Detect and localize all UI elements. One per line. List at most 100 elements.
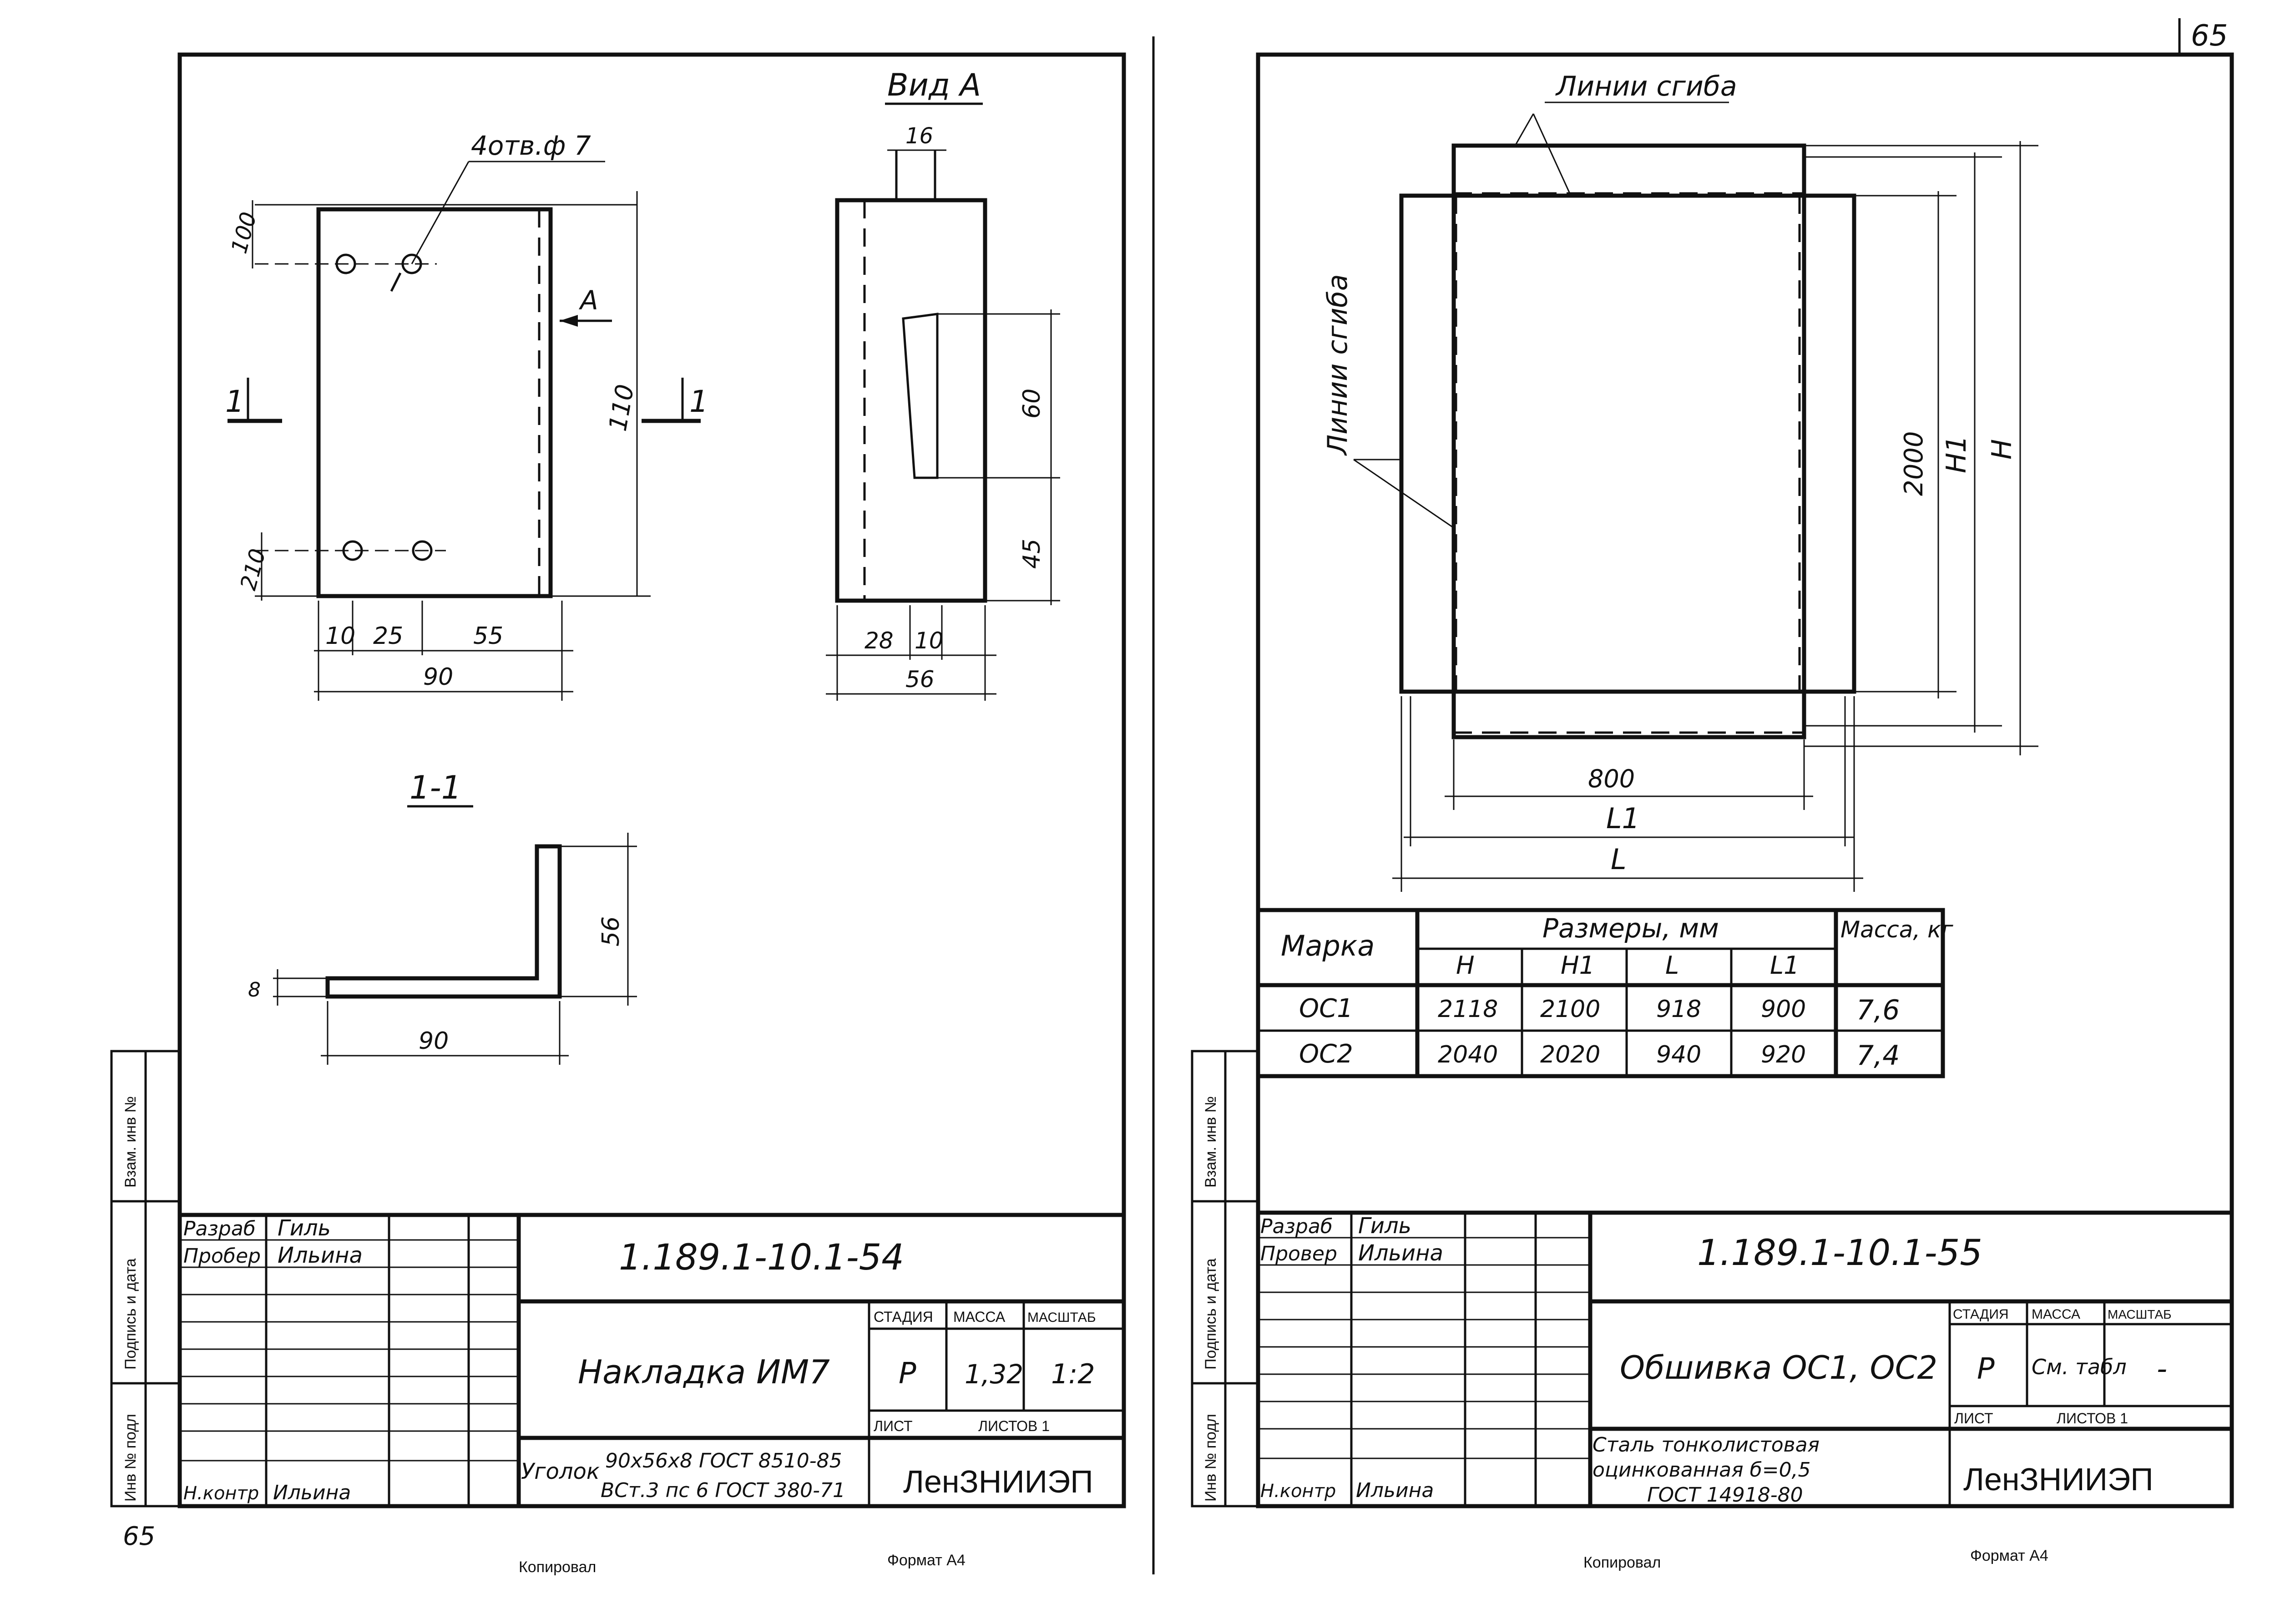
table-row-1-mark: ОС1 bbox=[1299, 994, 1353, 1023]
dim-H: H bbox=[1986, 439, 2018, 460]
dim-10: 10 bbox=[325, 622, 355, 650]
dim-800: 800 bbox=[1588, 764, 1635, 793]
left-title-block: 1.189.1-10.1-54 Разраб Гиль Пробер Ильин… bbox=[177, 1213, 1126, 1508]
hole-4 bbox=[412, 540, 433, 561]
dim-25: 25 bbox=[373, 622, 403, 650]
right-material-3: ГОСТ 14918-80 bbox=[1647, 1483, 1803, 1507]
right-scale: - bbox=[2157, 1352, 2167, 1386]
left-footer-format: Формат А4 bbox=[887, 1552, 966, 1569]
dim-110: 110 bbox=[603, 382, 640, 433]
sec-dim-8: 8 bbox=[248, 978, 261, 1002]
left-material-1: Уголок bbox=[521, 1459, 600, 1484]
right-checked-name: Ильина bbox=[1358, 1240, 1443, 1266]
right-norm-label: Н.контр bbox=[1260, 1481, 1336, 1502]
dim-56: 56 bbox=[905, 666, 935, 693]
left-developed-label: Разраб bbox=[183, 1217, 256, 1240]
section-1-1: 1-1 8 56 90 bbox=[248, 769, 637, 1065]
section-mark-left: 1 bbox=[225, 384, 244, 419]
left-material-2: 90х56х8 ГОСТ 8510-85 bbox=[605, 1449, 842, 1472]
left-side-label-3: Инв № подл bbox=[122, 1414, 139, 1502]
left-stage: Р bbox=[899, 1357, 916, 1391]
right-developed-name: Гиль bbox=[1358, 1213, 1411, 1239]
right-footer-format: Формат А4 bbox=[1970, 1547, 2048, 1564]
plate-front-view: 100 210 110 4отв.ф 7 A 1 1 bbox=[225, 130, 708, 701]
section-title: 1-1 bbox=[410, 769, 461, 806]
left-sheets-label: ЛИСТОВ 1 bbox=[978, 1418, 1050, 1434]
dim-2000: 2000 bbox=[1899, 431, 1929, 496]
sizes-table: Марка Размеры, мм Масса, кг H H1 L L1 ОС… bbox=[1256, 908, 1953, 1078]
left-material-3: ВСт.3 пс 6 ГОСТ 380-71 bbox=[601, 1479, 845, 1502]
right-developed-label: Разраб bbox=[1260, 1215, 1333, 1238]
table-header-mass: Масса, кг bbox=[1840, 916, 1953, 943]
right-item-name: Обшивка ОС1, ОС2 bbox=[1620, 1349, 1937, 1386]
table-row-1-H1: 2100 bbox=[1540, 996, 1600, 1023]
left-org: ЛенЗНИИЭП bbox=[903, 1464, 1093, 1499]
sec-dim-90: 90 bbox=[419, 1027, 449, 1055]
table-row-2-L: 940 bbox=[1656, 1041, 1701, 1068]
right-org: ЛенЗНИИЭП bbox=[1963, 1462, 2154, 1497]
dim-210: 210 bbox=[235, 546, 271, 593]
right-stage-label: СТАДИЯ bbox=[1953, 1307, 2009, 1322]
right-mass-label: МАССА bbox=[2032, 1307, 2080, 1322]
table-row-2-H: 2040 bbox=[1438, 1041, 1498, 1068]
dim-L1: L1 bbox=[1606, 802, 1640, 835]
right-sheet-label: ЛИСТ bbox=[1954, 1410, 1993, 1427]
sec-dim-56: 56 bbox=[597, 916, 625, 946]
dim-45: 45 bbox=[1018, 539, 1046, 569]
left-sheet: Взам. инв № Подпись и дата Инв № подл 10… bbox=[110, 52, 1126, 1576]
table-sub-L1: L1 bbox=[1770, 951, 1799, 980]
table-row-2-H1: 2020 bbox=[1540, 1041, 1600, 1068]
view-a: Вид А 16 60 45 28 10 56 bbox=[826, 67, 1060, 701]
dim-60: 60 bbox=[1018, 389, 1046, 419]
right-scale-label: МАСШТАБ bbox=[2108, 1307, 2172, 1321]
left-item-name: Накладка ИМ7 bbox=[578, 1353, 830, 1391]
right-side-label-3: Инв № подл bbox=[1202, 1414, 1219, 1502]
right-frame bbox=[1256, 52, 2234, 1508]
dim-H1: H1 bbox=[1941, 435, 1972, 473]
table-row-2-mass: 7,4 bbox=[1856, 1040, 1900, 1072]
left-developed-name: Гиль bbox=[278, 1215, 331, 1241]
table-sub-L: L bbox=[1665, 951, 1679, 980]
left-sheet-label: ЛИСТ bbox=[874, 1418, 913, 1434]
cladding-view: Линии сгиба Линии сгиба 2000 H1 H 800 bbox=[1322, 71, 2038, 892]
dim-90: 90 bbox=[423, 663, 453, 691]
right-material-2: оцинкованная б=0,5 bbox=[1592, 1458, 1811, 1482]
left-checked-name: Ильина bbox=[278, 1243, 363, 1268]
view-a-label: Вид А bbox=[887, 67, 981, 103]
left-side-stamp: Взам. инв № Подпись и дата Инв № подл bbox=[110, 1050, 181, 1508]
right-page-number: 65 bbox=[2191, 19, 2228, 53]
left-norm-name: Ильина bbox=[273, 1481, 351, 1504]
left-checked-label: Пробер bbox=[183, 1245, 261, 1268]
right-side-label-2: Подпись и дата bbox=[1202, 1258, 1219, 1370]
right-doc-code: 1.189.1-10.1-55 bbox=[1697, 1233, 1982, 1274]
table-header-sizes: Размеры, мм bbox=[1542, 913, 1719, 944]
table-row-1-L: 918 bbox=[1656, 996, 1701, 1023]
right-side-stamp: Взам. инв № Подпись и дата Инв № подл bbox=[1191, 1050, 1259, 1508]
left-frame bbox=[177, 52, 1126, 1508]
left-doc-code: 1.189.1-10.1-54 bbox=[619, 1237, 904, 1278]
section-mark-right: 1 bbox=[689, 384, 708, 419]
left-mass-label: МАССА bbox=[953, 1309, 1006, 1325]
right-sheets-label: ЛИСТОВ 1 bbox=[2057, 1410, 2128, 1427]
table-sub-H: H bbox=[1456, 951, 1475, 980]
right-stage: Р bbox=[1977, 1352, 1995, 1386]
dim-16: 16 bbox=[905, 123, 933, 149]
right-title-block: 1.189.1-10.1-55 Разраб Гиль Провер Ильин… bbox=[1256, 1210, 2234, 1508]
table-header-mark: Марка bbox=[1281, 929, 1375, 962]
left-stage-label: СТАДИЯ bbox=[874, 1309, 933, 1325]
dim-28: 28 bbox=[864, 627, 894, 654]
table-row-1-L1: 900 bbox=[1761, 996, 1806, 1023]
left-page-number: 65 bbox=[123, 1522, 155, 1551]
arrow-label-a: A bbox=[578, 285, 598, 316]
dim-100: 100 bbox=[226, 209, 262, 256]
bend-lines-top: Линии сгиба bbox=[1555, 71, 1737, 102]
right-sheet: 65 Взам. инв № Подпись и дата Инв № подл… bbox=[1191, 18, 2234, 1571]
table-row-1-mass: 7,6 bbox=[1856, 994, 1900, 1026]
dim-55: 55 bbox=[473, 622, 503, 650]
left-mass: 1,32 bbox=[965, 1359, 1023, 1390]
right-mass: См. табл bbox=[2032, 1355, 2127, 1379]
table-row-2-L1: 920 bbox=[1761, 1041, 1806, 1068]
right-norm-name: Ильина bbox=[1356, 1479, 1434, 1502]
holes-label: 4отв.ф 7 bbox=[471, 130, 591, 161]
